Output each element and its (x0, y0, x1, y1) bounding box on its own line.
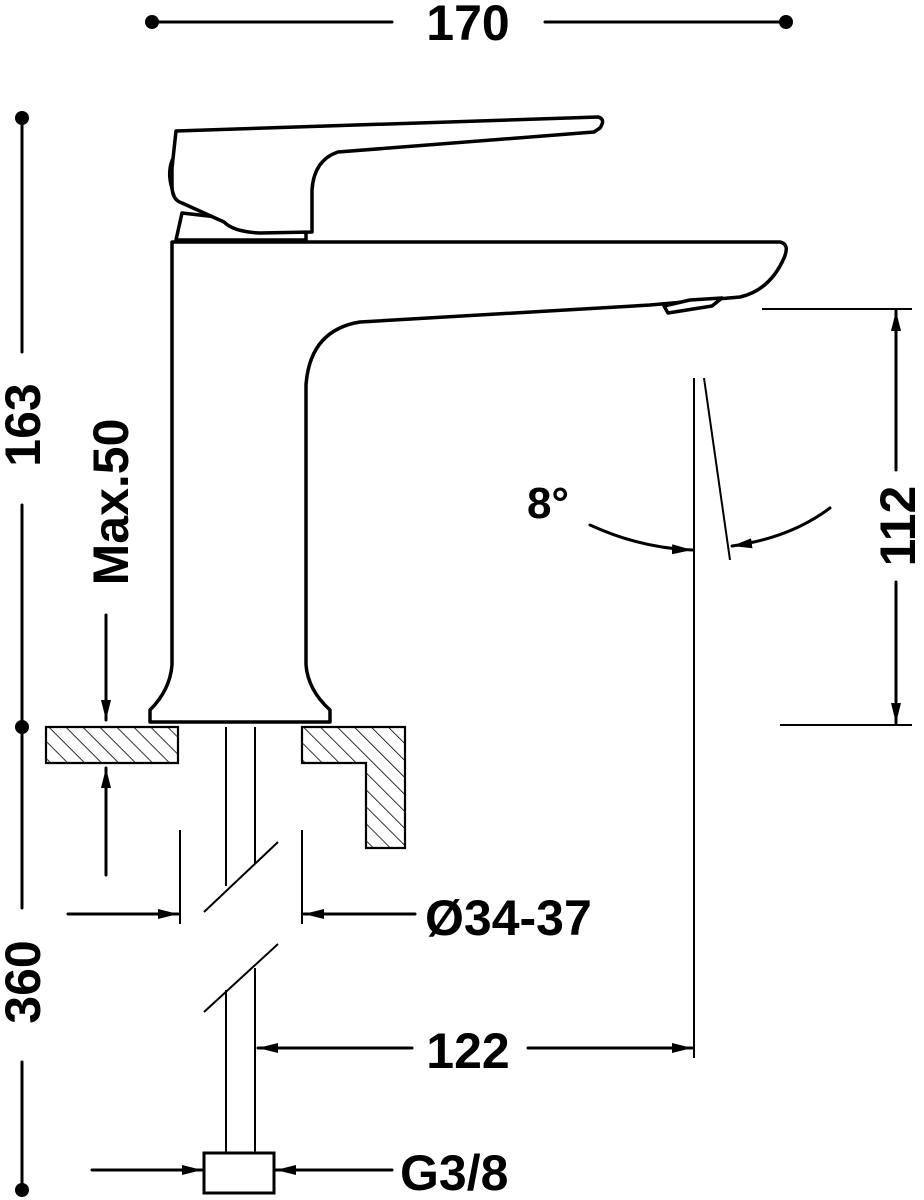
width-dimension: 170 (145, 0, 793, 51)
hole-diameter-dimension: Ø34-37 (66, 890, 592, 946)
thread-label: G3/8 (400, 1145, 508, 1200)
hose-length-label: 360 (0, 940, 51, 1023)
hose-length-dimension: 360 (0, 725, 51, 1197)
countertop-right (300, 725, 407, 850)
break-line (203, 841, 279, 913)
aerator (662, 296, 724, 315)
countertop-left (44, 725, 180, 765)
connection-nut (202, 1151, 276, 1195)
break-line (203, 943, 279, 1013)
faucet-body (148, 115, 788, 724)
angle-line (703, 377, 731, 561)
spout-angle-dimension: 8° (527, 377, 832, 561)
height-label: 163 (0, 383, 51, 466)
hole-diameter-label: Ø34-37 (425, 890, 592, 946)
spout-body (148, 240, 788, 724)
spout-reach-dimension: 122 (256, 378, 695, 1079)
deck-thickness-dimension: Max.50 (83, 419, 139, 877)
spout-angle-label: 8° (527, 479, 569, 528)
countertop-section (44, 725, 407, 850)
supply-hoses (179, 727, 303, 1195)
spout-reach-label: 122 (426, 1023, 509, 1079)
width-label: 170 (426, 0, 509, 51)
deck-thickness-label: Max.50 (83, 419, 139, 586)
spout-height-label: 112 (870, 486, 924, 567)
spout-height-dimension: 112 (762, 308, 924, 726)
handle-tip (167, 158, 176, 197)
lever-handle (170, 115, 605, 235)
angle-arc (730, 506, 832, 549)
thread-dimension: G3/8 (90, 1145, 508, 1200)
height-dimension: 163 (0, 111, 51, 734)
angle-arc (588, 523, 694, 555)
